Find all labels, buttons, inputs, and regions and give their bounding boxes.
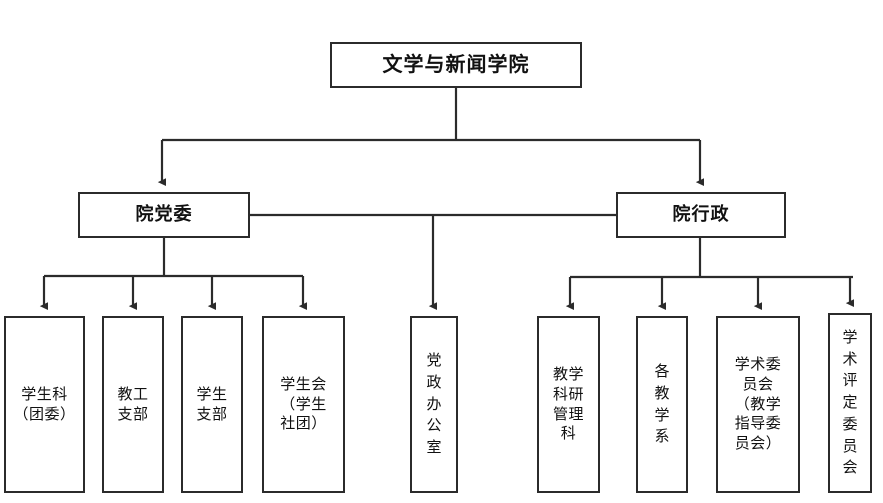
- node-academic-evaluation-committee-label: 学 术 评 定 委 员 会: [842, 328, 858, 477]
- node-academic-committee[interactable]: 学术委 员会 （教学 指导委 员会）: [716, 316, 800, 493]
- node-teaching-research-management[interactable]: 教学 科研 管理 科: [537, 316, 600, 493]
- node-party-admin-office[interactable]: 党 政 办 公 室: [410, 316, 458, 493]
- node-administration-label: 院行政: [672, 204, 730, 225]
- node-academic-committee-label: 学术委 员会 （教学 指导委 员会）: [734, 356, 782, 453]
- node-party-committee-label: 院党委: [135, 204, 193, 225]
- node-faculty-party-branch[interactable]: 教工 支部: [102, 316, 164, 493]
- node-party-admin-office-label: 党 政 办 公 室: [426, 352, 442, 457]
- node-student-union-label: 学生会 （学生 社团）: [280, 375, 327, 433]
- node-faculty-party-branch-label: 教工 支部: [117, 385, 149, 423]
- node-teaching-departments[interactable]: 各 教 学 系: [636, 316, 688, 493]
- node-party-committee[interactable]: 院党委: [78, 192, 250, 238]
- node-academic-evaluation-committee[interactable]: 学 术 评 定 委 员 会: [828, 313, 872, 493]
- node-student-affairs-office-label: 学生科 （团委）: [13, 385, 76, 423]
- node-teaching-research-management-label: 教学 科研 管理 科: [552, 365, 584, 443]
- node-root-label: 文学与新闻学院: [382, 53, 530, 76]
- node-student-affairs-office[interactable]: 学生科 （团委）: [4, 316, 85, 493]
- node-student-union[interactable]: 学生会 （学生 社团）: [262, 316, 345, 493]
- node-teaching-departments-label: 各 教 学 系: [654, 363, 670, 446]
- node-student-party-branch[interactable]: 学生 支部: [181, 316, 243, 493]
- node-student-party-branch-label: 学生 支部: [196, 385, 228, 423]
- node-administration[interactable]: 院行政: [616, 192, 786, 238]
- node-root[interactable]: 文学与新闻学院: [330, 42, 582, 88]
